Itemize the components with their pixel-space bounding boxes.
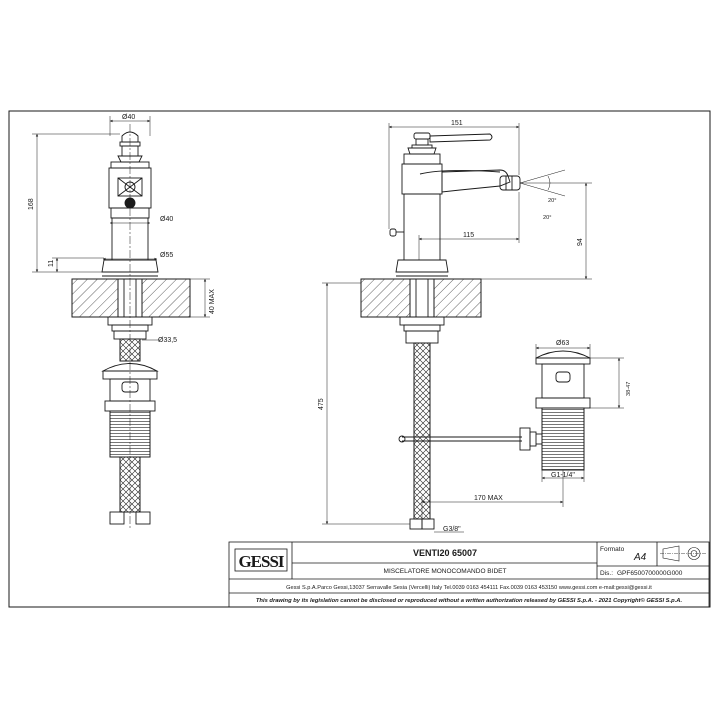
company-address: Gessi S.p.A.Parco Gessi,13037 Serravalle… <box>286 585 652 591</box>
product-description: MISCELATORE MONOCOMANDO BIDET <box>384 568 507 575</box>
format-label: Formato <box>600 546 625 553</box>
front-view <box>71 124 191 530</box>
drawing-label: Dis.: <box>600 570 613 577</box>
dim-spout-projection: 115 <box>463 232 474 239</box>
dim-shank-diameter: Ø33,5 <box>158 337 177 344</box>
dim-flange-height: 11 <box>48 260 55 267</box>
format-value: A4 <box>633 552 647 563</box>
dim-waste-thread: G1-1/4" <box>551 472 575 479</box>
side-view <box>360 132 591 530</box>
dim-height-range: 38-47 <box>626 382 632 396</box>
copyright-disclaimer: This drawing by its legislation cannot b… <box>256 597 683 604</box>
dim-angle-up: 20° <box>548 198 556 204</box>
side-dimensions <box>322 123 624 533</box>
dim-max-deck: 40 MAX <box>209 289 216 314</box>
svg-text:GESSI: GESSI <box>238 552 284 571</box>
projection-symbol-icon <box>660 545 706 562</box>
product-name: VENTI20 65007 <box>413 548 477 558</box>
dim-rod-length: 170 MAX <box>474 495 503 502</box>
gessi-logo: GESSI <box>234 548 288 572</box>
title-block <box>228 541 710 608</box>
dim-angle-down: 20° <box>543 215 551 221</box>
front-dimensions <box>32 116 210 341</box>
dim-cap-diameter: Ø63 <box>556 340 569 347</box>
dim-flange-diameter: Ø55 <box>160 252 173 259</box>
dim-top-diameter: Ø40 <box>122 114 135 121</box>
dim-spout-height: 94 <box>577 238 584 246</box>
dim-hose-length: 475 <box>318 398 325 410</box>
dim-reach: 151 <box>451 120 463 127</box>
dim-body-diameter: Ø40 <box>160 216 173 223</box>
sheet-border <box>8 110 711 608</box>
drawing-number: GPF6500700000G000 <box>617 570 683 577</box>
dim-inlet-thread: G3/8" <box>443 526 461 533</box>
dim-overall-height: 168 <box>28 198 35 210</box>
